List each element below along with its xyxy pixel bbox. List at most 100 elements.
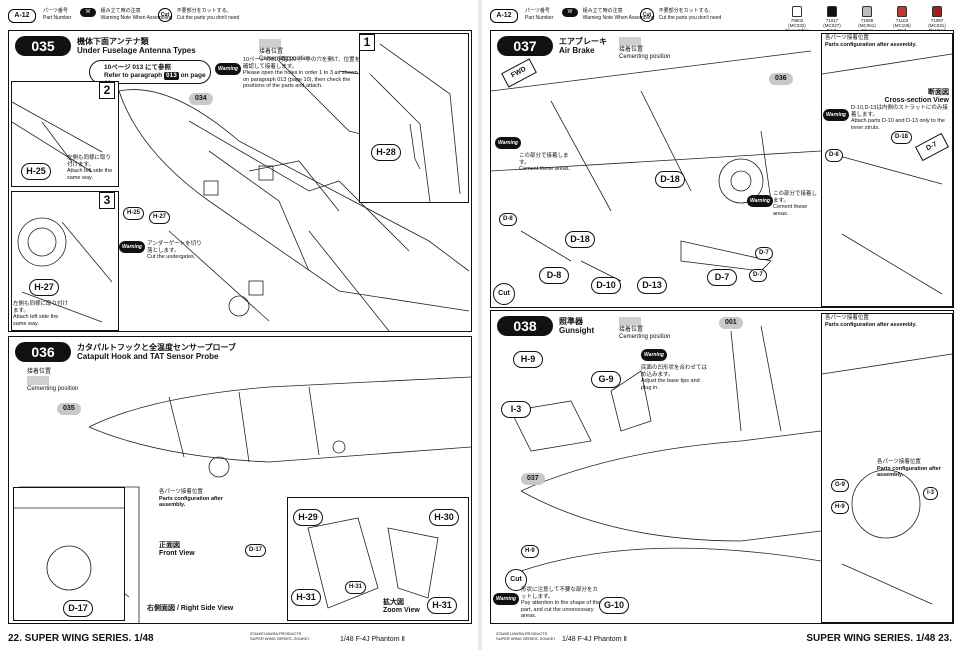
paint-bottle-icon — [827, 6, 837, 17]
note-attach-left-2: 左側も同様に取り付けます。Attach left side the same w… — [13, 301, 69, 327]
part-d8: D-8 — [539, 267, 569, 284]
wing-underside-drawing — [491, 50, 822, 282]
warning-badge-2: Warning — [493, 593, 519, 605]
part-h9-config: H-9 — [831, 501, 849, 514]
detail-1 — [359, 33, 469, 203]
part-g9-config: G-9 — [831, 479, 850, 492]
warning-note-1: 底面の凹形状を合わせてはめ込みます。Adjust the base tips a… — [641, 365, 707, 391]
part-i3-config: I-3 — [923, 487, 939, 500]
detail-number-1: 1 — [359, 34, 375, 51]
page-number-badge: A-12 — [8, 9, 36, 23]
part-d18-b: D-18 — [655, 171, 685, 188]
parts-configuration-detail — [821, 33, 953, 307]
cut-icon: Cut — [640, 8, 654, 22]
paint-bottle-icon — [792, 6, 802, 17]
part-d8-small: D-8 — [499, 213, 517, 226]
legend-cut: Cut 不要部分をカットする。Cut the parts you don't n… — [640, 8, 721, 22]
step-title: Gunsight — [559, 326, 595, 335]
step-title-jp: 照準器 — [559, 317, 583, 326]
part-d10: D-10 — [591, 277, 621, 294]
warning-badge-1: Warning — [641, 349, 667, 361]
part-h29: H-29 — [293, 509, 323, 526]
detail-number-2: 2 — [99, 82, 115, 99]
step-number-badge: 035 — [15, 36, 71, 56]
legend-cut: Cut 不要部分をカットする。Cut the parts you don't n… — [158, 8, 239, 22]
footer-model-right: 1/48 F-4J Phantom Ⅱ — [562, 636, 627, 643]
step-title: Air Brake — [559, 46, 595, 55]
warning-badge-2: Warning — [747, 195, 773, 207]
cementing-legend: 接着位置 Cementing position — [619, 37, 670, 61]
part-d18-config: D-18 — [891, 131, 913, 144]
part-h31-right: H-31 — [427, 597, 457, 614]
part-d18-a: D-18 — [565, 231, 595, 248]
step-number-badge: 036 — [15, 342, 71, 362]
part-d7-small-b: D-7 — [749, 269, 767, 282]
part-h9-small: H-9 — [521, 545, 539, 558]
cut-icon: Cut — [158, 8, 172, 22]
part-h25: H-25 — [21, 163, 51, 180]
page-number-badge: A-12 — [490, 9, 518, 23]
parts-configuration-detail — [13, 487, 125, 621]
part-h28: H-28 — [371, 144, 401, 161]
part-h27-small: H-27 — [149, 211, 171, 224]
step-035: 035 機体下面アンテナ類 Under Fuselage Antenna Typ… — [8, 30, 472, 332]
part-d8-config: D-8 — [825, 149, 843, 162]
step-038: 038 照準器 Gunsight 接着位置 Cementing position… — [490, 310, 954, 624]
part-h9: H-9 — [513, 351, 543, 368]
step-number-badge: 038 — [497, 316, 553, 336]
callout-035: 035 — [57, 403, 81, 415]
page-gutter — [478, 0, 482, 650]
paint-bottle-icon — [862, 6, 872, 17]
part-h30: H-30 — [429, 509, 459, 526]
parts-configuration-label: 各パーツ接着位置 Parts configuration after assem… — [159, 489, 223, 508]
cross-section-note: D-10,D-13は内側のストラットにのみ接着します。Attach parts … — [851, 105, 948, 131]
part-d17-front: D-17 — [245, 544, 267, 557]
cement-swatch — [27, 376, 49, 385]
step-title-jp: 機体下面アンテナ類 — [77, 37, 149, 46]
detail-number-3: 3 — [99, 192, 115, 209]
cementing-legend: 接着位置 Cementing position — [619, 317, 670, 341]
part-i3: I-3 — [501, 401, 531, 418]
warning-note-2: この部分で接着します。Cement these areas. — [773, 191, 818, 217]
warning-note-1: この部分で接着します。Cement these areas. — [519, 153, 571, 172]
warning-badge-undergate: Warning — [119, 241, 145, 253]
warning-badge-1: Warning — [495, 137, 521, 149]
cementing-legend: 接着位置 Cementing position — [259, 39, 310, 63]
warning-badge: Warning — [215, 63, 241, 75]
part-d13: D-13 — [637, 277, 667, 294]
cementing-legend: 接着位置 Cementing position — [27, 369, 79, 392]
cut-icon: Cut — [493, 283, 515, 305]
callout-036: 036 — [769, 73, 793, 85]
right-side-view-label: 右側面図 / Right Side View — [147, 605, 234, 612]
cockpit-nose-drawing — [510, 325, 822, 572]
paint-bottle-icon — [897, 6, 907, 17]
warning-icon: W — [562, 8, 578, 17]
warning-icon: W — [80, 8, 96, 17]
legend-part-number: パーツ番号 Part Number — [43, 8, 72, 21]
callout-001: 001 — [719, 317, 743, 329]
part-h31-zoom: H-31 — [345, 581, 367, 594]
step-title-jp: カタパルトフックと全温度センサープローブ — [77, 343, 237, 352]
part-h31-left: H-31 — [291, 589, 321, 606]
part-d17: D-17 — [63, 600, 93, 617]
cement-swatch — [259, 39, 281, 48]
footer-model-left: 1/48 F-4J Phantom Ⅱ — [340, 636, 405, 643]
warning-badge-cross: Warning — [823, 109, 849, 121]
warning-note-undergate: アンダーゲートを切り落とします。Cut the undergates. — [147, 241, 202, 260]
callout-037: 037 — [521, 473, 545, 485]
part-h25-small: H-25 — [123, 207, 145, 220]
fuselage-underside-drawing — [118, 60, 470, 331]
callout-034: 034 — [189, 93, 213, 105]
step-037: 037 エアブレーキ Air Brake 接着位置 Cementing posi… — [490, 30, 954, 308]
